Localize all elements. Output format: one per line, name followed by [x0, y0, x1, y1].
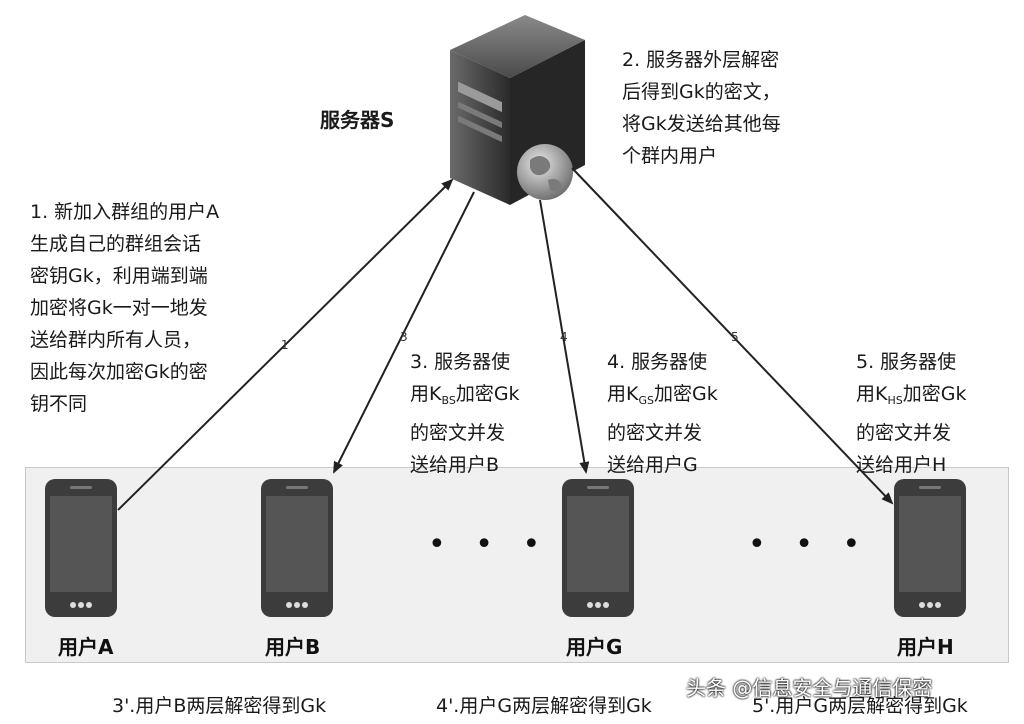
step-1-line: 1. 新加入群组的用户A [30, 201, 220, 223]
user-label-h: 用户H [897, 635, 954, 659]
step-1-text: 1. 新加入群组的用户A 生成自己的群组会话 密钥Gk，利用端到端 加密将Gk一… [30, 196, 219, 420]
arrow-3-server-to-user-b [333, 191, 475, 474]
step-2-line: 将Gk发送给其他每 [622, 113, 781, 135]
step-1-line: 密钥Gk，利用端到端 [30, 265, 208, 287]
ellipsis-right: • • • [748, 527, 871, 562]
step-3-key-sub: BS [441, 394, 456, 407]
footer-step-4: 4'.用户G两层解密得到Gk [436, 695, 652, 717]
user-label-a: 用户A [58, 635, 114, 659]
step-5-line: 用KHS加密Gk [856, 378, 966, 417]
step-2-line: 后得到Gk的密文， [622, 81, 781, 103]
step-5-key-suffix: 加密Gk [902, 383, 967, 405]
step-4-text: 4. 服务器使 用KGS加密Gk 的密文并发 送给用户G [607, 346, 718, 481]
step-5-text: 5. 服务器使 用KHS加密Gk 的密文并发 送给用户H [856, 346, 966, 481]
step-1-line: 加密将Gk一对一地发 [30, 297, 208, 319]
user-label-b: 用户B [265, 635, 321, 659]
globe-icon [517, 144, 573, 200]
watermark: 头条 @信息安全与通信保密 [686, 676, 933, 700]
step-3-text: 3. 服务器使 用KBS加密Gk 的密文并发 送给用户B [410, 346, 520, 481]
step-1-line: 因此每次加密Gk的密 [30, 361, 208, 383]
step-5-line: 的密文并发 [856, 422, 952, 444]
step-5-line: 5. 服务器使 [856, 351, 957, 373]
user-label-g: 用户G [566, 635, 623, 659]
step-3-line: 3. 服务器使 [410, 351, 511, 373]
step-1-line: 生成自己的群组会话 [30, 233, 202, 255]
step-3-line: 送给用户B [410, 454, 500, 476]
phone-icon-user-g [562, 479, 634, 617]
step-5-key-sub: HS [887, 394, 903, 407]
arrow-label-3: 3 [400, 330, 408, 344]
step-4-key-prefix: 用K [607, 383, 639, 405]
step-4-line: 的密文并发 [607, 422, 703, 444]
arrow-label-1: 1 [281, 338, 289, 352]
step-4-line: 用KGS加密Gk [607, 378, 718, 417]
ellipsis-left: • • • [428, 527, 551, 562]
step-2-line: 个群内用户 [622, 145, 718, 167]
step-5-key-prefix: 用K [856, 383, 888, 405]
user-group-band [25, 467, 1009, 663]
phone-icon-user-b [261, 479, 333, 617]
step-4-line: 4. 服务器使 [607, 351, 708, 373]
phone-icon-user-a [45, 479, 117, 617]
arrow-1-user-a-to-server [117, 178, 454, 511]
footer-step-5: 5'.用户G两层解密得到Gk [752, 695, 968, 717]
arrow-5-server-to-user-h [571, 167, 894, 505]
step-1-line: 送给群内所有人员， [30, 329, 202, 351]
phone-icon-user-h [894, 479, 966, 617]
step-5-line: 送给用户H [856, 454, 947, 476]
arrow-label-4: 4 [560, 330, 568, 344]
step-4-line: 送给用户G [607, 454, 698, 476]
step-3-line: 用KBS加密Gk [410, 378, 520, 417]
arrow-4-server-to-user-g [539, 199, 590, 474]
step-3-key-suffix: 加密Gk [455, 383, 520, 405]
step-4-key-suffix: 加密Gk [653, 383, 718, 405]
step-4-key-sub: GS [638, 394, 654, 407]
step-3-line: 的密文并发 [410, 422, 506, 444]
step-2-text: 2. 服务器外层解密 后得到Gk的密文， 将Gk发送给其他每 个群内用户 [622, 44, 781, 172]
step-2-line: 2. 服务器外层解密 [622, 49, 780, 71]
step-3-key-prefix: 用K [410, 383, 442, 405]
arrow-label-5: 5 [731, 330, 739, 344]
server-label: 服务器S [320, 108, 395, 132]
step-1-line: 钥不同 [30, 393, 88, 415]
footer-step-3: 3'.用户B两层解密得到Gk [112, 695, 327, 717]
